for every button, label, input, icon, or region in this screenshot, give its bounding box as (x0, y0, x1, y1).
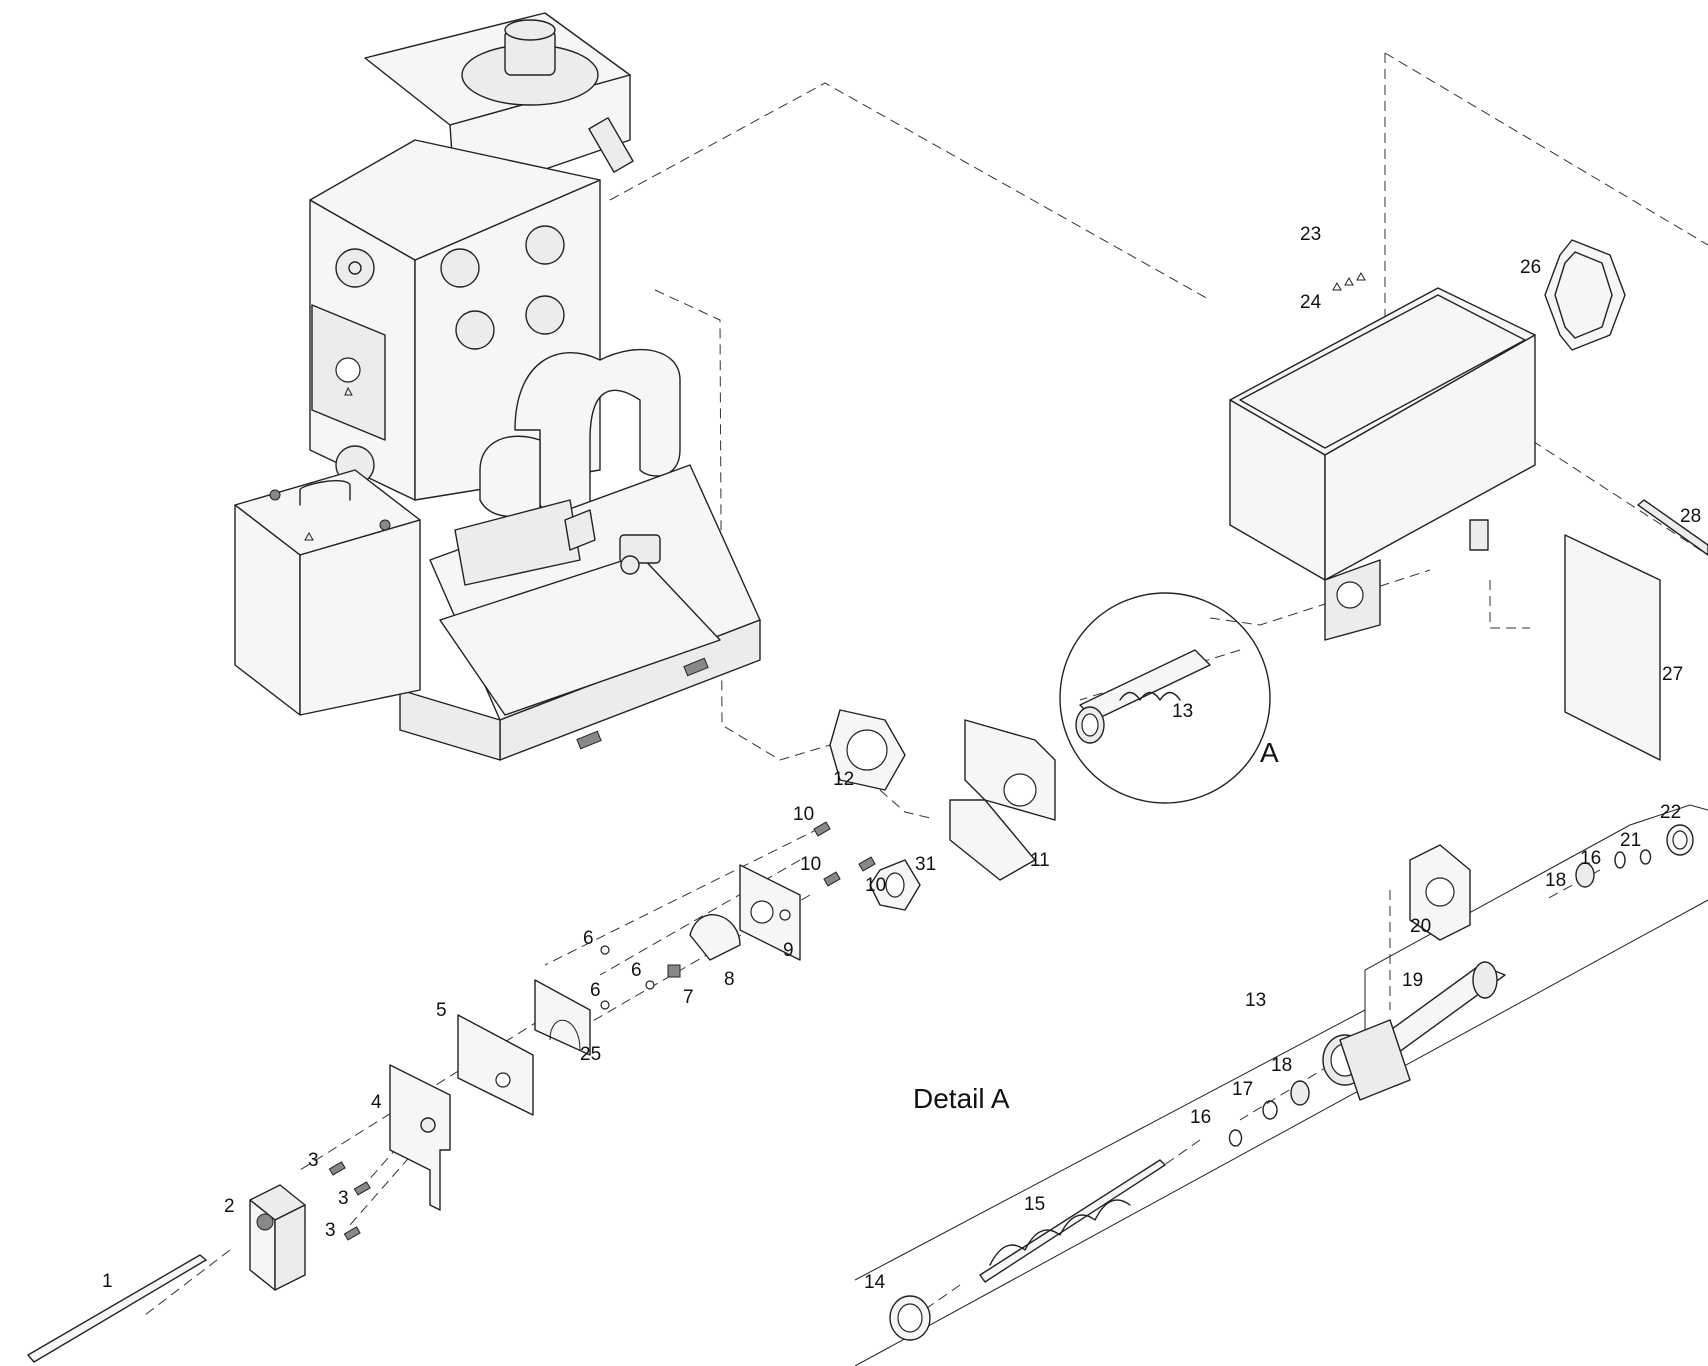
actuator (249, 1184, 306, 1291)
callout-13-a: 13 (1172, 701, 1193, 722)
callout-11: 11 (1030, 850, 1050, 871)
callout-8: 8 (724, 969, 735, 990)
detail-marker: A (1260, 737, 1279, 768)
actuator-plate (457, 1014, 534, 1116)
callout-20: 20 (1410, 916, 1431, 937)
mounting-plate (739, 864, 801, 961)
fitting (667, 964, 681, 978)
strip (1637, 499, 1708, 556)
callout-18-a: 18 (1271, 1055, 1292, 1076)
callout-10-b: 10 (800, 854, 821, 875)
callout-23: 23 (1300, 224, 1321, 245)
callout-28: 28 (1680, 506, 1701, 527)
callout-labels: 1 2 3 3 3 4 5 6 6 6 7 8 9 10 10 10 11 12… (102, 224, 1701, 1293)
callout-6-b: 6 (631, 960, 642, 981)
callout-18-b: 18 (1545, 870, 1566, 891)
screws (813, 821, 876, 887)
actuator-bracket (389, 1064, 451, 1211)
feed-bracket (949, 719, 1056, 881)
callout-27: 27 (1662, 664, 1683, 685)
hexagon-gasket (829, 709, 906, 791)
callout-22: 22 (1660, 802, 1681, 823)
callout-2: 2 (224, 1196, 235, 1217)
callout-7: 7 (683, 987, 694, 1008)
callout-12: 12 (833, 769, 854, 790)
detail-a-parts (889, 824, 1694, 1341)
callout-19: 19 (1402, 970, 1423, 991)
callout-10-c: 10 (865, 875, 886, 896)
callout-16-a: 16 (1190, 1107, 1211, 1128)
callout-6-a: 6 (583, 928, 594, 949)
warning-triangles (1332, 271, 1366, 291)
cover-shield (689, 914, 741, 961)
callout-1: 1 (102, 1271, 113, 1292)
callout-13-b: 13 (1245, 990, 1266, 1011)
callout-26: 26 (1520, 257, 1541, 278)
callout-3-c: 3 (325, 1220, 336, 1241)
callout-24: 24 (1300, 292, 1322, 313)
callout-6-c: 6 (590, 980, 601, 1001)
detail-a-circle (1059, 592, 1271, 804)
actuator-screws (328, 1161, 371, 1241)
callout-14: 14 (864, 1272, 886, 1293)
hopper (1229, 287, 1536, 641)
callout-16-b: 16 (1580, 848, 1601, 869)
callout-15: 15 (1024, 1194, 1045, 1215)
callout-5: 5 (436, 1000, 447, 1021)
detail-a-frame (854, 804, 1708, 1366)
callout-21: 21 (1620, 830, 1641, 851)
bracket (534, 979, 591, 1056)
callout-4: 4 (371, 1092, 382, 1113)
octagon-gasket (1544, 239, 1626, 351)
cover-panel (1564, 534, 1661, 761)
callout-10-a: 10 (793, 804, 814, 825)
callout-3-b: 3 (338, 1188, 349, 1209)
detail-title: Detail A (913, 1083, 1010, 1114)
shaft (27, 1254, 207, 1363)
callout-31: 31 (915, 854, 936, 875)
callout-3-a: 3 (308, 1150, 319, 1171)
small-gasket (869, 859, 921, 911)
boiler-assembly (234, 12, 761, 761)
callout-17: 17 (1232, 1079, 1253, 1100)
callout-9: 9 (783, 940, 794, 961)
callout-25: 25 (580, 1044, 601, 1065)
washers (600, 945, 655, 1010)
